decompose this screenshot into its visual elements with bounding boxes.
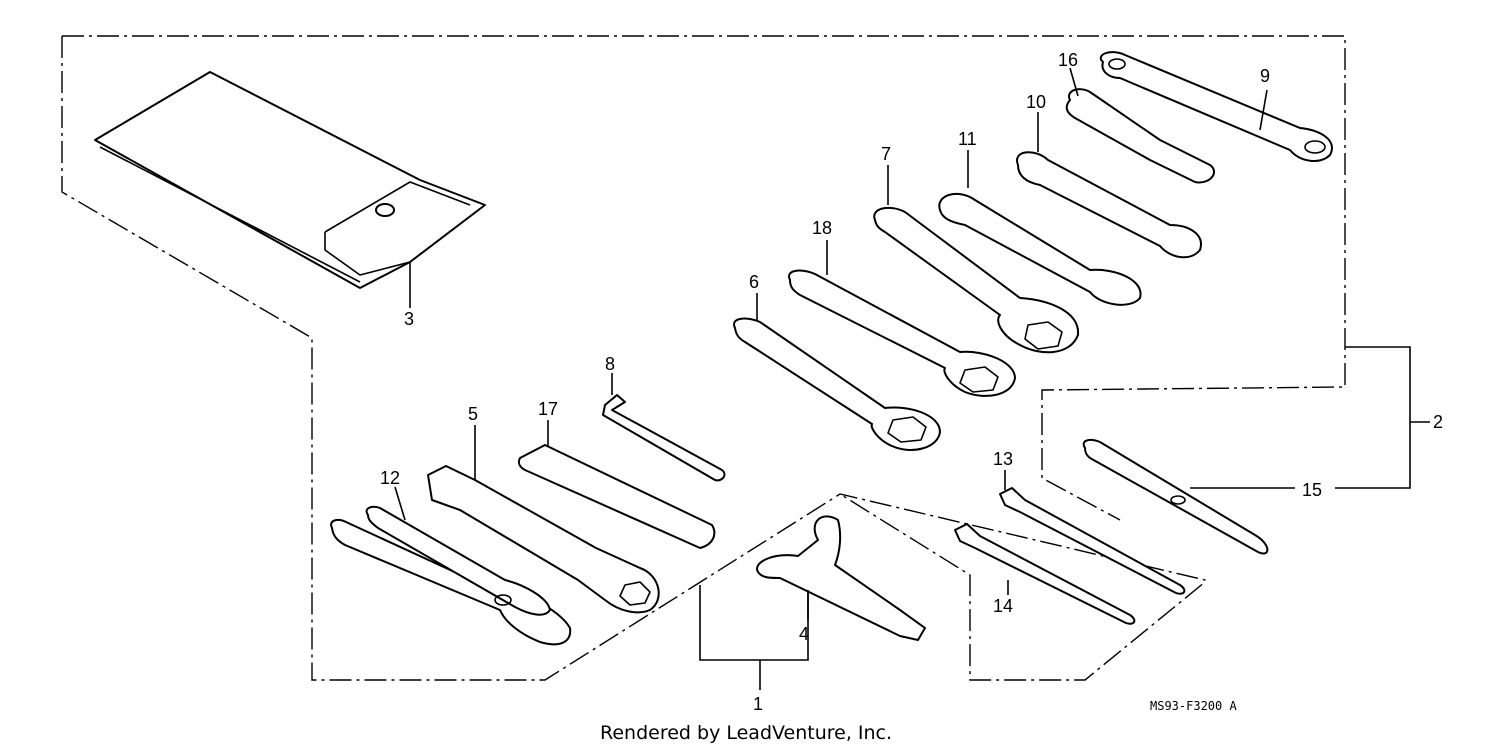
part-code: MS93-F3200 A (1150, 699, 1237, 713)
screwdriver-13 (999, 470, 1186, 595)
callout-9: 9 (1260, 66, 1270, 86)
callout-12: 12 (380, 468, 400, 488)
bracket-1 (699, 585, 809, 690)
tool-pouch (94, 71, 486, 308)
hex-key-8 (602, 373, 726, 482)
callout-6: 6 (749, 272, 759, 292)
open-wrench-11 (938, 150, 1142, 306)
sleeve-17 (517, 420, 716, 549)
boundary-lines (61, 35, 1346, 681)
callout-5: 5 (468, 404, 478, 424)
ring-spanner-7 (873, 165, 1080, 354)
callout-15: 15 (1302, 480, 1322, 500)
callout-1: 1 (753, 694, 763, 714)
pin-spanner-4 (756, 515, 926, 641)
bracket-2 (1335, 346, 1430, 489)
footer-credit: Rendered by LeadVenture, Inc. (600, 722, 892, 744)
pliers-12 (330, 486, 572, 646)
flat-tool-15 (1082, 439, 1295, 555)
callout-7: 7 (881, 144, 891, 164)
callout-17: 17 (538, 399, 558, 419)
callout-13: 13 (993, 449, 1013, 469)
callout-3: 3 (404, 309, 414, 329)
callout-18: 18 (812, 218, 832, 238)
plug-wrench-5 (427, 425, 660, 614)
ring-spanner-18 (788, 240, 1016, 397)
callout-14: 14 (993, 596, 1013, 616)
box-wrench-9 (1099, 51, 1333, 162)
callout-16: 16 (1058, 50, 1078, 70)
screwdriver-14 (954, 523, 1136, 625)
open-wrench-10 (1016, 112, 1202, 259)
ring-spanner-6 (733, 293, 941, 451)
callout-10: 10 (1026, 92, 1046, 112)
callout-4: 4 (799, 624, 809, 644)
callout-8: 8 (605, 354, 615, 374)
callout-11: 11 (958, 129, 977, 149)
handle-16 (1065, 67, 1215, 184)
callout-labels: 1 2 3 4 5 6 7 8 9 10 11 12 13 14 15 16 1… (380, 50, 1443, 714)
callout-2: 2 (1433, 412, 1443, 432)
